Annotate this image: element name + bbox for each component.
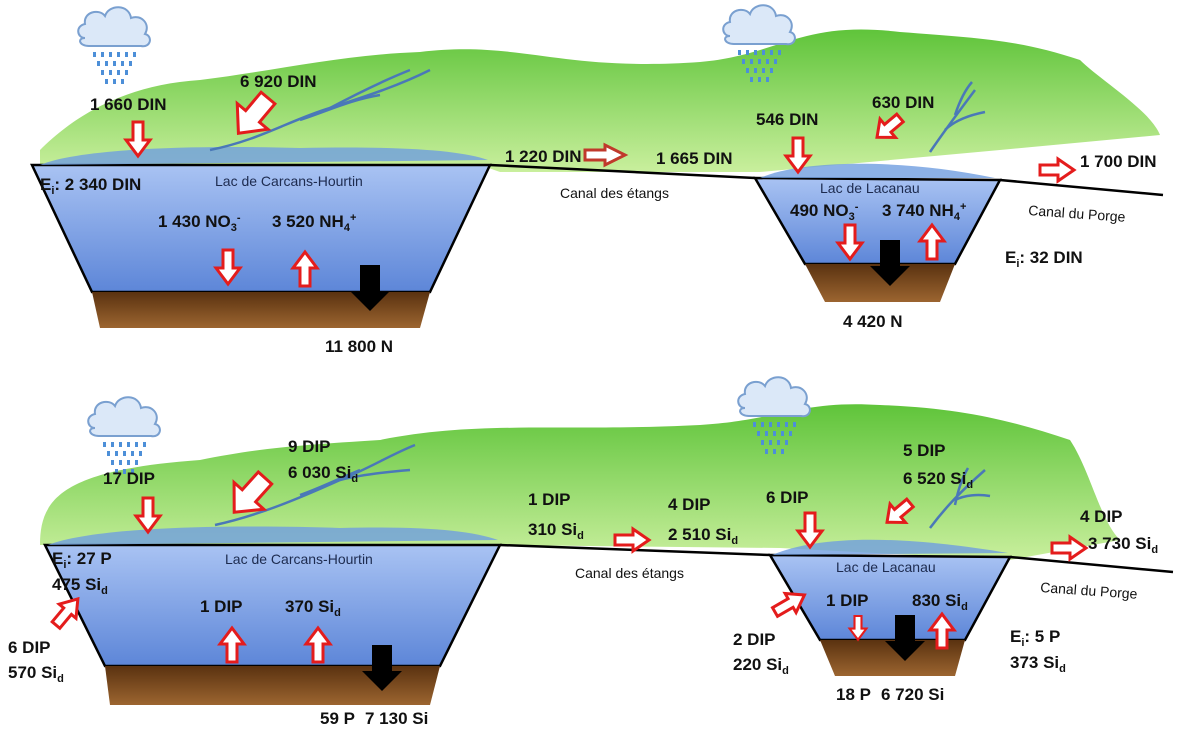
label-ei-right-si-bottom: 373 Sid xyxy=(1010,653,1066,675)
canal-etangs-top xyxy=(489,163,756,180)
label-rain-left-bottom: 17 DIP xyxy=(103,469,155,488)
river-left-bottom xyxy=(214,443,416,527)
label-canal-porge-top: Canal du Porge xyxy=(1028,202,1126,225)
label-ground-right-si-bottom: 220 Sid xyxy=(733,655,789,677)
label-rain-right-top: 546 DIN xyxy=(756,110,818,129)
label-ground-left-dip-bottom: 6 DIP xyxy=(8,638,51,657)
sediment-lacanau-bottom xyxy=(820,640,965,676)
arrow-river-left-top xyxy=(235,90,278,135)
label-river-left-si-bottom: 6 030 Sid xyxy=(288,463,358,485)
label-rain-right-bottom: 6 DIP xyxy=(766,488,809,507)
label-rain-left-top: 1 660 DIN xyxy=(90,95,167,114)
arrow-river-right-top xyxy=(875,112,906,140)
top-panel: 1 660 DIN 6 920 DIN Ei: 2 340 DIN Lac de… xyxy=(30,4,1164,356)
label-river-right-dip-bottom: 5 DIP xyxy=(903,441,946,460)
label-ground-right-dip-bottom: 2 DIP xyxy=(733,630,776,649)
sediment-lacanau-top xyxy=(805,264,955,302)
arrow-porge-top xyxy=(1038,157,1076,183)
label-nh4-right-top: 3 740 NH4+ xyxy=(882,201,966,223)
label-canal-porge-bottom: Canal du Porge xyxy=(1040,579,1138,602)
rain-cloud-icon xyxy=(87,396,161,474)
arrow-river-right-bottom xyxy=(885,497,916,525)
arrow-canal-top xyxy=(583,142,629,168)
label-ei-left-si-bottom: 475 Sid xyxy=(52,575,108,597)
label-porge-out-dip-bottom: 4 DIP xyxy=(1080,507,1123,526)
arrow-ground-left-bottom xyxy=(50,596,80,631)
rain-cloud-icon xyxy=(77,6,151,84)
label-river-right-si-bottom: 6 520 Sid xyxy=(903,469,973,491)
label-lake-carcans-bottom: Lac de Carcans-Hourtin xyxy=(225,551,373,567)
label-lake-lacanau-top: Lac de Lacanau xyxy=(820,180,920,196)
canal-porge-top xyxy=(999,178,1164,197)
river-right-top xyxy=(928,81,986,153)
label-river-left-top: 6 920 DIN xyxy=(240,72,317,91)
label-porge-out-top: 1 700 DIN xyxy=(1080,152,1157,171)
label-canal-etangs-bottom: Canal des étangs xyxy=(575,565,684,581)
label-ground-left-si-bottom: 570 Sid xyxy=(8,663,64,685)
label-ei-left-top: Ei: 2 340 DIN xyxy=(40,175,141,197)
arrow-ground-right-bottom xyxy=(770,591,807,619)
label-no3-right-top: 490 NO3- xyxy=(790,201,859,223)
sediment-carcans-top xyxy=(92,292,430,328)
label-lake-carcans-top: Lac de Carcans-Hourtin xyxy=(215,173,363,189)
label-lake-lacanau-bottom: Lac de Lacanau xyxy=(836,559,936,575)
river-left-top xyxy=(209,68,431,152)
label-canal-in-top: 1 220 DIN xyxy=(505,147,582,166)
bottom-panel: 17 DIP 9 DIP 6 030 Sid Ei: 27 P 475 Sid … xyxy=(8,376,1174,728)
label-canal-in-si-bottom: 310 Sid xyxy=(528,520,584,542)
land-surface-bottom xyxy=(40,404,1120,560)
label-river-right-top: 630 DIN xyxy=(872,93,934,112)
label-ei-left-p-bottom: Ei: 27 P xyxy=(52,549,112,571)
label-burial-left-top: 11 800 N xyxy=(325,337,393,356)
label-river-left-dip-bottom: 9 DIP xyxy=(288,437,331,456)
label-burial-right-top: 4 420 N xyxy=(843,312,903,331)
label-porge-out-si-bottom: 3 730 Sid xyxy=(1088,534,1158,556)
label-canal-in-dip-bottom: 1 DIP xyxy=(528,490,571,509)
label-canal-etangs-top: Canal des étangs xyxy=(560,185,669,201)
label-ei-right-p-bottom: Ei: 5 P xyxy=(1010,627,1060,649)
label-release-left-si-bottom: 370 Sid xyxy=(285,597,341,619)
arrow-river-left-bottom xyxy=(232,469,274,514)
label-ei-right-top: Ei: 32 DIN xyxy=(1005,248,1083,270)
river-right-bottom xyxy=(929,467,991,529)
label-release-left-dip-bottom: 1 DIP xyxy=(200,597,243,616)
label-canal-out-top: 1 665 DIN xyxy=(656,149,733,168)
label-release-right-dip-bottom: 1 DIP xyxy=(826,591,869,610)
label-no3-left-top: 1 430 NO3- xyxy=(158,212,241,234)
sediment-carcans-bottom xyxy=(105,666,440,705)
label-release-right-si-bottom: 830 Sid xyxy=(912,591,968,613)
canal-porge-bottom xyxy=(1009,555,1174,574)
label-nh4-left-top: 3 520 NH4+ xyxy=(272,212,356,234)
label-canal-out-dip-bottom: 4 DIP xyxy=(668,495,711,514)
label-canal-out-si-bottom: 2 510 Sid xyxy=(668,525,738,547)
